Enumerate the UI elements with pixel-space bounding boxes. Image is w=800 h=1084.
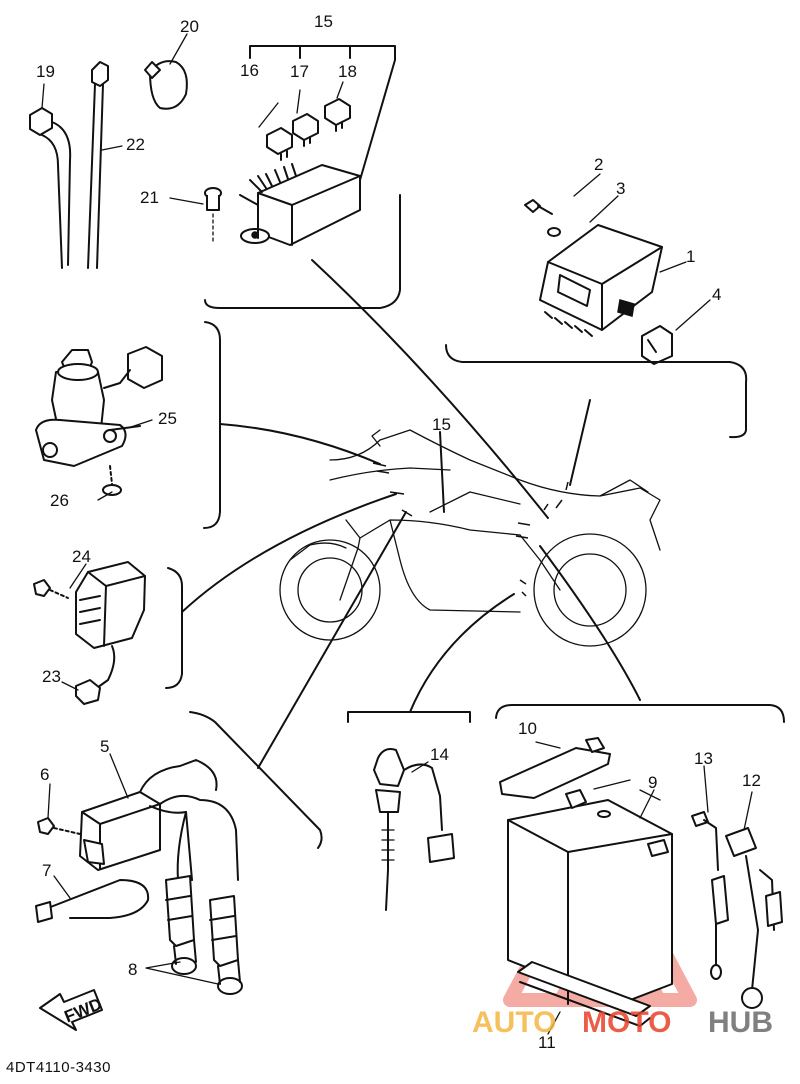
callout-11: 11 [538,1033,556,1052]
fwd-arrow: FWD [39,989,105,1031]
plug-cap-8b [209,895,243,995]
callout-12: 12 [742,771,761,790]
watermark-auto: AUTO [472,1006,556,1039]
bolt-6 [37,817,81,835]
screw-26 [102,465,122,496]
coupler-4 [641,325,673,365]
callout-4: 4 [712,285,721,304]
watermark-text: AUTO MOTO HUB [472,1006,773,1039]
fuse-17 [292,113,319,147]
igniter-unit [445,199,748,439]
fuse-box-assembly [204,45,401,309]
callout-19: 19 [36,62,55,81]
battery-group [495,704,785,1027]
callout-17: 17 [290,62,309,81]
callout-13: 13 [694,749,713,768]
callout-18: 18 [338,62,357,81]
callout-10: 10 [518,719,537,738]
motorcycle-outline [279,429,661,647]
washer-3 [547,227,561,237]
callout-5: 5 [100,737,109,756]
callout-20: 20 [180,17,199,36]
main-switch [35,321,221,529]
positive-lead-12 [725,827,783,1009]
coupler-23 [75,679,101,705]
callout-26: 26 [50,491,69,510]
fuse-16 [266,127,293,161]
callout-24: 24 [72,547,91,566]
fuse-18 [324,98,351,132]
callout-leaders [41,33,753,1035]
callout-21: 21 [140,188,159,207]
callout-numbers: 1 2 3 4 5 6 7 8 9 10 11 12 13 14 15 15 1… [36,12,761,1052]
callout-23: 23 [42,667,61,686]
callout-1: 1 [686,247,695,266]
callout-25: 25 [158,409,177,428]
callout-16: 16 [240,61,259,80]
callout-15-bike: 15 [432,415,451,434]
wire-clamp-19 [29,107,72,269]
callout-6: 6 [40,765,49,784]
callout-15-top: 15 [314,12,333,31]
fuse-box [239,163,361,246]
rectifier-regulator [33,561,183,705]
cover-20 [144,60,188,110]
callout-2: 2 [594,155,603,174]
watermark-moto: MOTO [582,1006,671,1039]
battery-9 [507,789,673,1005]
ignition-coil [35,711,323,995]
callout-8: 8 [128,960,137,979]
band-7 [35,879,150,923]
screw-21 [204,187,222,245]
plug-cap-8a [165,875,197,975]
watermark-hub: HUB [708,1006,773,1039]
callout-22: 22 [126,135,145,154]
callout-9: 9 [648,773,657,792]
fwd-label: FWD [62,994,105,1026]
battery-holder-10 [499,737,611,799]
negative-lead-13 [691,811,729,980]
bolt-24 [33,579,69,599]
battery-tray-11 [517,961,651,1027]
callout-3: 3 [616,179,625,198]
drawing-code: 4DT4110-3430 [6,1059,111,1076]
leader-lines [181,259,641,769]
neutral-switch [347,711,471,911]
callout-14: 14 [430,745,449,764]
cable-band-22 [87,61,109,269]
callout-7: 7 [42,861,51,880]
bolt-2 [524,199,553,215]
